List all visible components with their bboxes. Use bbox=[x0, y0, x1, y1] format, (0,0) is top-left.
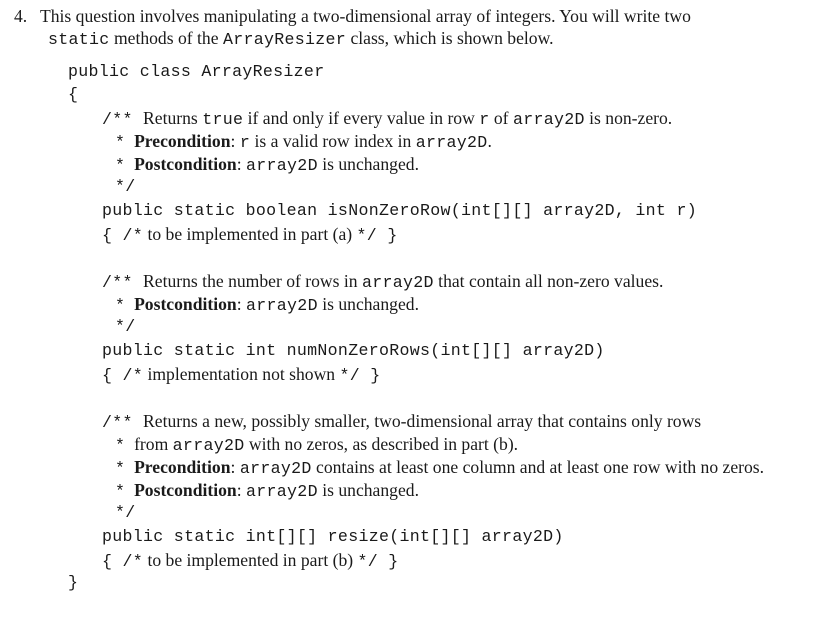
code-array2d: array2D bbox=[246, 482, 318, 501]
m1-doc-close: */ bbox=[115, 177, 136, 196]
doc-text: is unchanged. bbox=[317, 154, 419, 174]
question-number: 4. bbox=[14, 6, 28, 26]
m1-precondition: * Precondition: r is a valid row index i… bbox=[115, 130, 492, 154]
code-r: r bbox=[239, 133, 251, 152]
doc-star: * bbox=[115, 133, 126, 152]
comment-close: */ } bbox=[356, 226, 398, 245]
doc-open: /** bbox=[102, 273, 144, 292]
class-declaration: public class ArrayResizer bbox=[68, 62, 325, 81]
m3-postcondition: * Postcondition: array2D is unchanged. bbox=[115, 479, 419, 503]
doc-star: * bbox=[115, 482, 126, 501]
doc-colon: : bbox=[236, 154, 247, 174]
question-intro-text: This question involves manipulating a tw… bbox=[40, 6, 691, 26]
doc-colon: : bbox=[236, 480, 247, 500]
intro-text-fragment: class, which is shown below. bbox=[346, 28, 554, 48]
postcondition-label: Postcondition bbox=[134, 480, 237, 500]
doc-star: * bbox=[115, 296, 126, 315]
class-name-ref: ArrayResizer bbox=[222, 30, 347, 49]
m2-doc-close: */ bbox=[115, 317, 136, 336]
doc-text: . bbox=[487, 131, 492, 151]
m3-body: { /* to be implemented in part (b) */ } bbox=[102, 549, 399, 573]
doc-text: Returns the number of rows in bbox=[143, 271, 362, 291]
doc-text: that contain all non-zero values. bbox=[433, 271, 664, 291]
keyword-static: static bbox=[48, 30, 110, 49]
code-array2d: array2D bbox=[246, 296, 318, 315]
comment-close: */ } bbox=[339, 366, 381, 385]
doc-colon: : bbox=[230, 457, 240, 477]
doc-open: /** bbox=[102, 413, 144, 432]
doc-text: if and only if every value in row bbox=[243, 108, 480, 128]
doc-text: contains at least one column and at leas… bbox=[311, 457, 765, 477]
doc-text: Returns bbox=[143, 108, 203, 128]
m2-signature: public static int numNonZeroRows(int[][]… bbox=[102, 341, 605, 360]
comment-open: { /* bbox=[102, 226, 144, 245]
m3-doc-line-1: /** Returns a new, possibly smaller, two… bbox=[102, 410, 701, 434]
postcondition-label: Postcondition bbox=[134, 294, 237, 314]
comment-open: { /* bbox=[102, 552, 144, 571]
m2-body: { /* implementation not shown */ } bbox=[102, 363, 381, 387]
m2-postcondition: * Postcondition: array2D is unchanged. bbox=[115, 293, 419, 317]
doc-star: * bbox=[115, 459, 126, 478]
doc-text: is a valid row index in bbox=[250, 131, 416, 151]
doc-text: is unchanged. bbox=[317, 480, 419, 500]
comment-text: implementation not shown bbox=[143, 364, 340, 384]
doc-text: with no zeros, as described in part (b). bbox=[244, 434, 519, 454]
doc-open: /** bbox=[102, 110, 144, 129]
m1-postcondition: * Postcondition: array2D is unchanged. bbox=[115, 153, 419, 177]
precondition-label: Precondition bbox=[134, 457, 231, 477]
code-array2d: array2D bbox=[415, 133, 488, 152]
m3-precondition: * Precondition: array2D contains at leas… bbox=[115, 456, 764, 480]
class-open-brace: { bbox=[68, 85, 79, 104]
doc-text: from bbox=[129, 434, 173, 454]
code-array2d: array2D bbox=[246, 156, 318, 175]
comment-close: */ } bbox=[357, 552, 399, 571]
doc-text: Returns a new, possibly smaller, two-dim… bbox=[143, 411, 702, 431]
code-array2d: array2D bbox=[361, 273, 434, 292]
m1-body: { /* to be implemented in part (a) */ } bbox=[102, 223, 398, 247]
code-true: true bbox=[202, 110, 244, 129]
m2-doc-line-1: /** Returns the number of rows in array2… bbox=[102, 270, 663, 294]
precondition-label: Precondition bbox=[134, 131, 231, 151]
doc-text: is non-zero. bbox=[584, 108, 673, 128]
doc-text: of bbox=[489, 108, 513, 128]
postcondition-label: Postcondition bbox=[134, 154, 237, 174]
doc-text: is unchanged. bbox=[317, 294, 419, 314]
doc-star: * bbox=[115, 436, 126, 455]
code-array2d: array2D bbox=[239, 459, 312, 478]
m1-signature: public static boolean isNonZeroRow(int[]… bbox=[102, 201, 697, 220]
code-array2d: array2D bbox=[512, 110, 585, 129]
question-intro-line-2: static methods of the ArrayResizer class… bbox=[48, 27, 554, 51]
doc-colon: : bbox=[230, 131, 240, 151]
m3-doc-close: */ bbox=[115, 503, 136, 522]
comment-text: to be implemented in part (b) bbox=[143, 550, 358, 570]
code-array2d: array2D bbox=[172, 436, 245, 455]
intro-text-fragment: methods of the bbox=[109, 28, 223, 48]
m3-signature: public static int[][] resize(int[][] arr… bbox=[102, 527, 564, 546]
doc-star: * bbox=[115, 156, 126, 175]
doc-colon: : bbox=[236, 294, 247, 314]
question-intro-line-1: 4. This question involves manipulating a … bbox=[14, 5, 691, 27]
m3-doc-line-2: * from array2D with no zeros, as describ… bbox=[115, 433, 518, 457]
m1-doc-line-1: /** Returns true if and only if every va… bbox=[102, 107, 672, 131]
comment-open: { /* bbox=[102, 366, 144, 385]
code-r: r bbox=[479, 110, 490, 129]
class-close-brace: } bbox=[68, 573, 79, 592]
comment-text: to be implemented in part (a) bbox=[143, 224, 357, 244]
